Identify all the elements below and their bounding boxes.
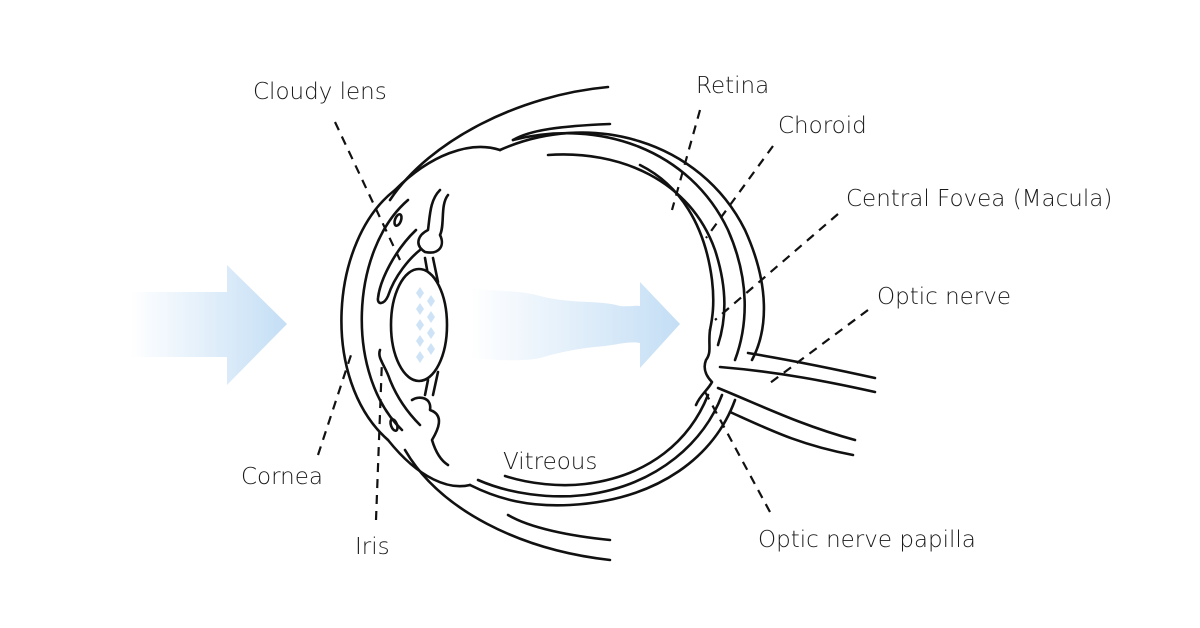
zonule-upper-2 <box>431 256 440 284</box>
ciliary-body-upper <box>417 188 450 254</box>
choroid-layer-lower <box>503 393 710 487</box>
leader-cloudy-lens <box>334 121 401 261</box>
label-choroid: Choroid <box>778 113 867 139</box>
cornea-outer <box>340 188 397 442</box>
optic-disc <box>694 328 714 407</box>
label-optic-nerve: Optic nerve <box>877 284 1011 310</box>
schlemm-canal-upper <box>393 212 403 228</box>
leader-optic-nerve <box>769 309 869 384</box>
sclera-outer-lower <box>468 398 737 507</box>
incoming-light-arrow <box>130 265 287 385</box>
anterior-arc-upper <box>393 145 502 192</box>
sclera-front-upper-2 <box>511 122 612 142</box>
label-retina: Retina <box>696 73 769 99</box>
label-central-fovea: Central Fovea (Macula) <box>846 186 1112 212</box>
optic-nerve-lower-inner <box>716 386 857 442</box>
zonule-lower <box>423 378 430 397</box>
choroid-layer <box>546 153 726 347</box>
anterior-arc-lower <box>386 438 472 488</box>
leader-choroid <box>705 145 774 239</box>
schlemm-canal-lower <box>389 417 399 433</box>
leader-optic-nerve-papilla <box>702 387 771 513</box>
sclera-middle-lower <box>476 393 724 498</box>
label-cornea: Cornea <box>241 464 323 490</box>
ciliary-body-lower <box>410 396 450 467</box>
iris-upper <box>376 228 422 305</box>
label-cloudy-lens: Cloudy lens <box>253 79 387 105</box>
leader-central-fovea <box>714 213 839 321</box>
iris-lower <box>378 348 422 427</box>
sclera-front-lower-2 <box>506 513 612 542</box>
label-iris: Iris <box>355 534 390 560</box>
lens-opacity <box>416 287 435 363</box>
scattered-light-arrow <box>470 282 680 368</box>
optic-nerve-upper-outer <box>746 351 877 380</box>
zonule-lower-2 <box>431 370 440 397</box>
leader-cornea <box>316 351 354 456</box>
leader-retina <box>670 109 702 211</box>
sclera-middle <box>511 132 746 362</box>
sclera-front-upper <box>388 85 610 202</box>
leader-iris <box>374 359 384 521</box>
optic-nerve-upper-inner <box>718 365 877 394</box>
label-vitreous: Vitreous <box>503 449 597 475</box>
cornea-inner <box>360 198 410 432</box>
retina-layer <box>638 163 715 332</box>
label-optic-nerve-papilla: Optic nerve papilla <box>758 527 976 553</box>
optic-nerve-lower-outer <box>728 410 855 457</box>
